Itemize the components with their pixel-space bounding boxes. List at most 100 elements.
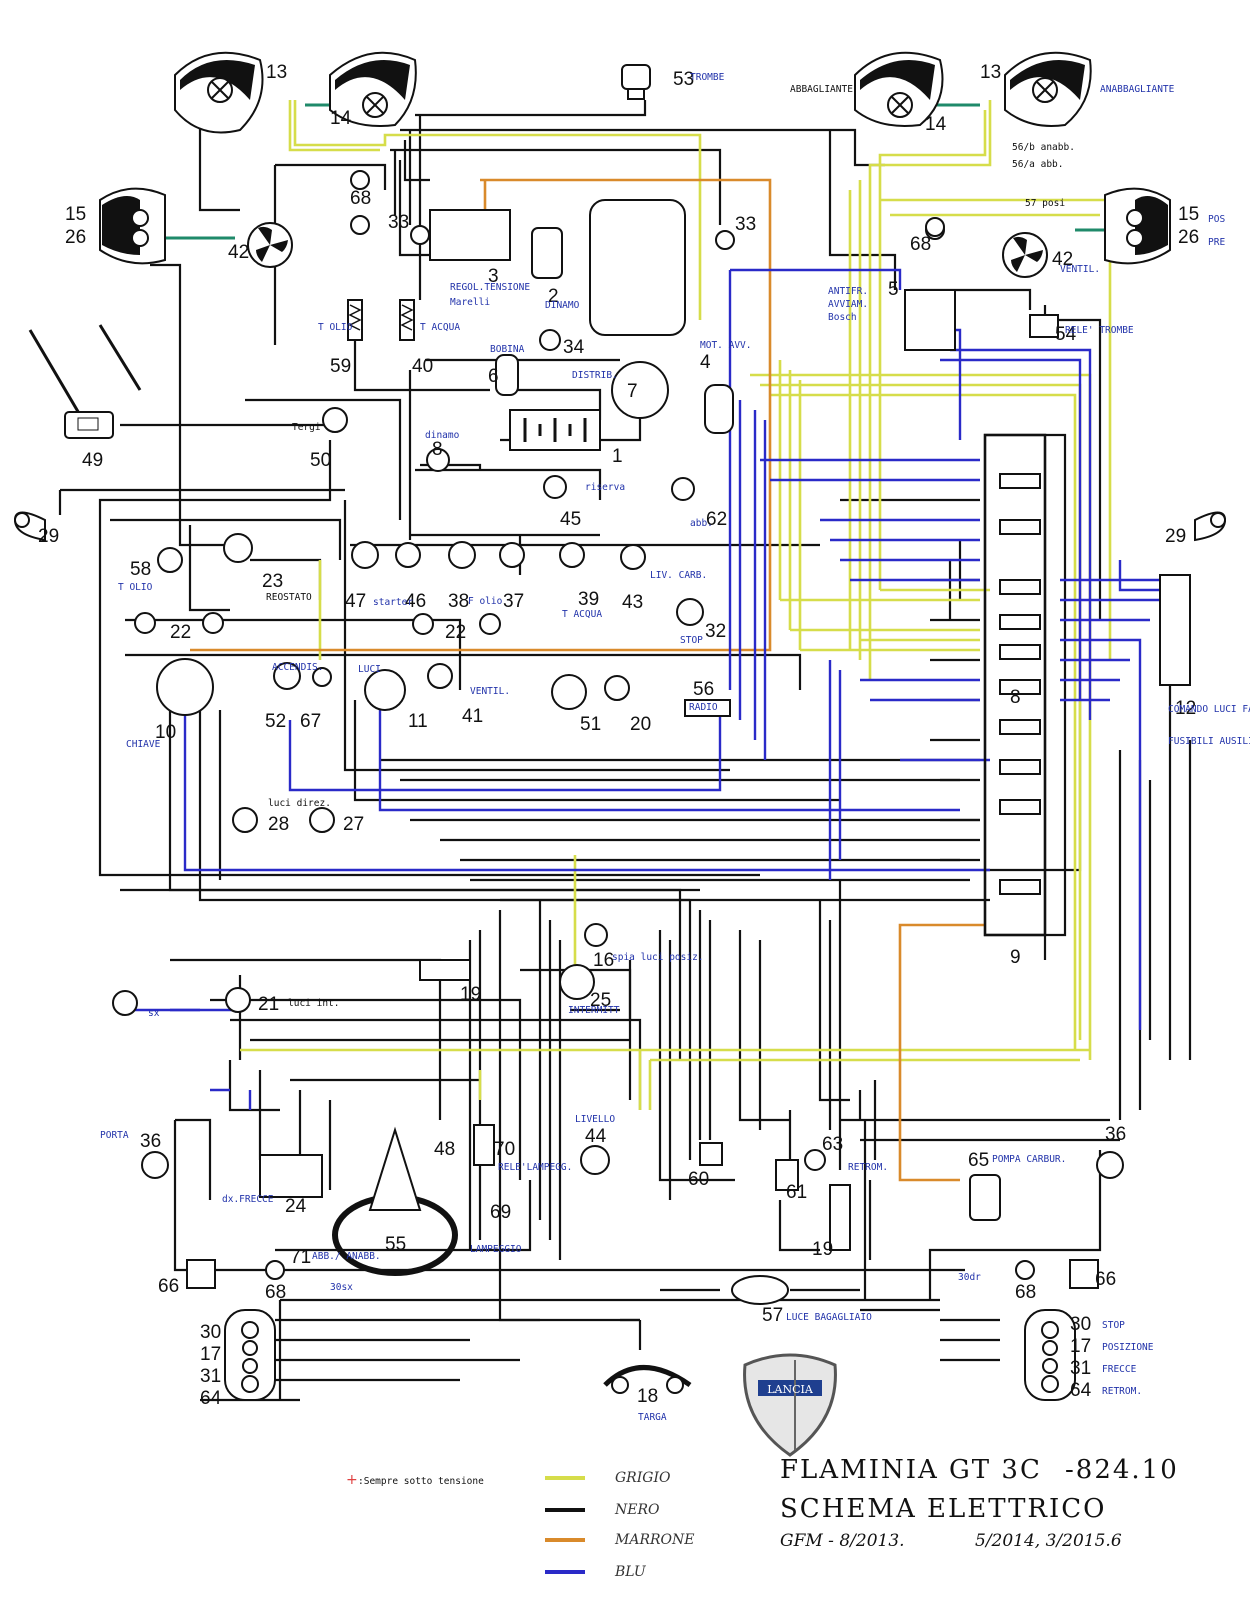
num: 58 xyxy=(130,559,151,580)
component-68-left xyxy=(265,1260,285,1280)
wiper xyxy=(28,324,142,439)
flasher-relay xyxy=(473,1124,495,1166)
svg-text:56/b anabb.: 56/b anabb. xyxy=(1012,142,1075,153)
num: 5 xyxy=(888,279,899,300)
num: 71 xyxy=(290,1247,311,1268)
num: 39 xyxy=(578,589,599,610)
num: 70 xyxy=(494,1139,515,1160)
title-block: FLAMINIA GT 3C -824.10 SCHEMA ELETTRICO … xyxy=(780,1455,1177,1551)
num: 50 xyxy=(310,450,331,471)
svg-text:LIVELLO: LIVELLO xyxy=(575,1114,615,1125)
num: 53 xyxy=(673,69,694,90)
svg-text:ANTIFR.: ANTIFR. xyxy=(828,286,868,297)
svg-text:ACCENDIS.: ACCENDIS. xyxy=(272,662,323,673)
ignition-switch xyxy=(156,658,214,716)
svg-text:luci int.: luci int. xyxy=(288,998,339,1009)
side-lamp-right xyxy=(1104,187,1171,265)
num: 49 xyxy=(82,450,103,471)
svg-text:PRE: PRE xyxy=(1208,237,1225,248)
legend: :Sempre sotto tensione GRIGIO NERO MARRO… xyxy=(358,1470,694,1580)
num: 55 xyxy=(385,1234,406,1255)
num: 64 xyxy=(200,1388,222,1409)
num: 12 xyxy=(1175,698,1196,719)
num: 30 xyxy=(1070,1314,1091,1335)
title-line1: FLAMINIA GT 3C xyxy=(780,1455,1042,1485)
num: 30 xyxy=(200,1322,221,1343)
num: 16 xyxy=(593,950,614,971)
boot-lamp xyxy=(731,1275,789,1305)
num: 6 xyxy=(488,366,499,387)
num: 59 xyxy=(330,356,351,377)
num: 15 xyxy=(65,204,86,225)
svg-text:30sx: 30sx xyxy=(330,1282,353,1293)
svg-text:30dr: 30dr xyxy=(958,1272,981,1283)
legend-black: NERO xyxy=(614,1502,660,1518)
num: 13 xyxy=(266,62,287,83)
svg-text:Bosch: Bosch xyxy=(828,312,857,323)
num: 32 xyxy=(705,621,726,642)
svg-text:INTERMITT: INTERMITT xyxy=(568,1005,620,1016)
num: 37 xyxy=(503,591,524,612)
legend-note: :Sempre sotto tensione xyxy=(358,1476,484,1487)
dynamo xyxy=(531,227,563,279)
svg-text:VENTIL.: VENTIL. xyxy=(470,686,510,697)
courtesy-lamp-left xyxy=(186,1259,216,1289)
num: 31 xyxy=(1070,1358,1091,1379)
svg-text:ANABBAGLIANTE: ANABBAGLIANTE xyxy=(1100,84,1175,95)
front-lamp-right xyxy=(1194,511,1227,542)
num: 4 xyxy=(700,352,711,373)
component-61 xyxy=(775,1159,799,1191)
labels: TROMBE ABBAGLIANTE ANABBAGLIANTE 56/b an… xyxy=(100,72,1250,1423)
num: 24 xyxy=(285,1196,307,1217)
svg-text:dx.FRECCE: dx.FRECCE xyxy=(222,1194,274,1205)
wires-blue xyxy=(125,268,1170,1110)
svg-text:57 posi: 57 posi xyxy=(1025,198,1065,209)
lancia-logo xyxy=(743,1353,837,1457)
num: 8 xyxy=(1010,687,1021,708)
num: 68 xyxy=(1015,1282,1036,1303)
svg-text:DINAMO: DINAMO xyxy=(545,300,580,311)
svg-text:FUSIBILI AUSILIARI: FUSIBILI AUSILIARI xyxy=(1168,736,1250,747)
horn-relay xyxy=(1029,314,1059,338)
svg-text:F olio: F olio xyxy=(468,596,503,607)
indicator-switch xyxy=(259,1154,323,1198)
svg-text:Marelli: Marelli xyxy=(450,297,490,308)
fuel-level-sender xyxy=(580,1145,610,1175)
num: 57 xyxy=(762,1305,783,1326)
light-switch-connector xyxy=(1159,574,1191,686)
num: 22 xyxy=(445,622,466,643)
svg-text:RELE' TROMBE: RELE' TROMBE xyxy=(1065,325,1134,336)
num: 33 xyxy=(388,212,409,233)
num: 68 xyxy=(350,188,371,209)
num: 14 xyxy=(925,114,947,135)
title-line2: SCHEMA ELETTRICO xyxy=(780,1494,1106,1524)
svg-text:AVVIAM.: AVVIAM. xyxy=(828,299,868,310)
component-68-front-right xyxy=(925,217,945,237)
component-60 xyxy=(699,1142,723,1166)
num: 28 xyxy=(268,814,289,835)
svg-text:LIV. CARB.: LIV. CARB. xyxy=(650,570,707,581)
svg-text:ABB./ ANABB.: ABB./ ANABB. xyxy=(312,1251,381,1262)
num: 46 xyxy=(405,591,426,612)
warning-lamps xyxy=(112,215,945,1016)
num: 22 xyxy=(170,622,191,643)
svg-text:abb.: abb. xyxy=(690,518,713,529)
steering-column xyxy=(368,1126,422,1211)
num: 19 xyxy=(460,984,481,1005)
svg-text:T ACQUA: T ACQUA xyxy=(420,322,460,333)
svg-text:POS: POS xyxy=(1208,214,1225,225)
svg-text:dinamo: dinamo xyxy=(425,430,460,441)
num: 60 xyxy=(688,1169,709,1190)
num: 18 xyxy=(637,1386,658,1407)
num: 48 xyxy=(434,1139,455,1160)
num: 13 xyxy=(980,62,1001,83)
headlamp-right-inner xyxy=(854,51,944,127)
svg-text:LUCE BAGAGLIAIO: LUCE BAGAGLIAIO xyxy=(786,1312,872,1323)
num: 11 xyxy=(408,711,428,732)
front-lamp-left xyxy=(13,511,46,542)
door-switch-right xyxy=(1096,1151,1124,1179)
num: 61 xyxy=(786,1182,807,1203)
num: 45 xyxy=(560,509,581,530)
num: 66 xyxy=(158,1276,179,1297)
num: 64 xyxy=(1070,1380,1092,1401)
